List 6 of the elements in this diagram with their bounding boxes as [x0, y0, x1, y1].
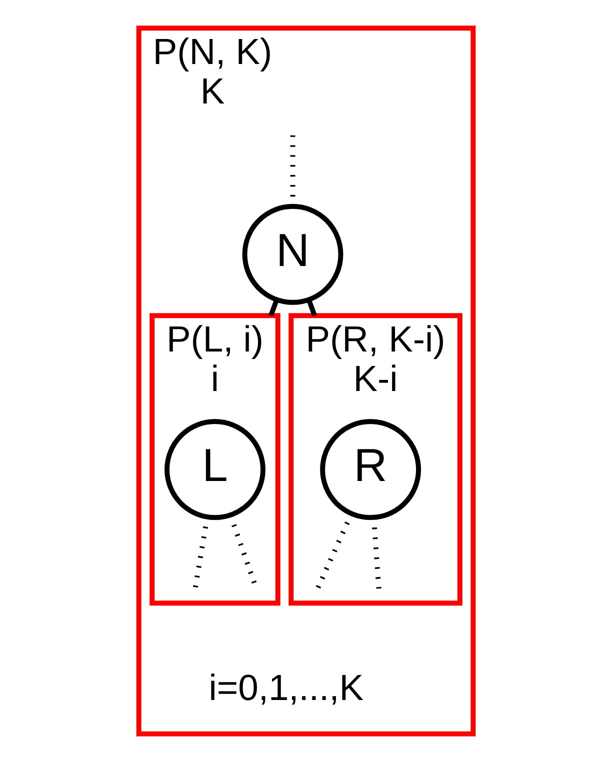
node-circle: L	[164, 419, 265, 520]
node-circle: R	[320, 419, 421, 520]
connector	[268, 299, 278, 316]
node-circle: N	[242, 204, 343, 305]
label: i=0,1,...,K	[208, 667, 364, 708]
connector	[306, 299, 316, 316]
